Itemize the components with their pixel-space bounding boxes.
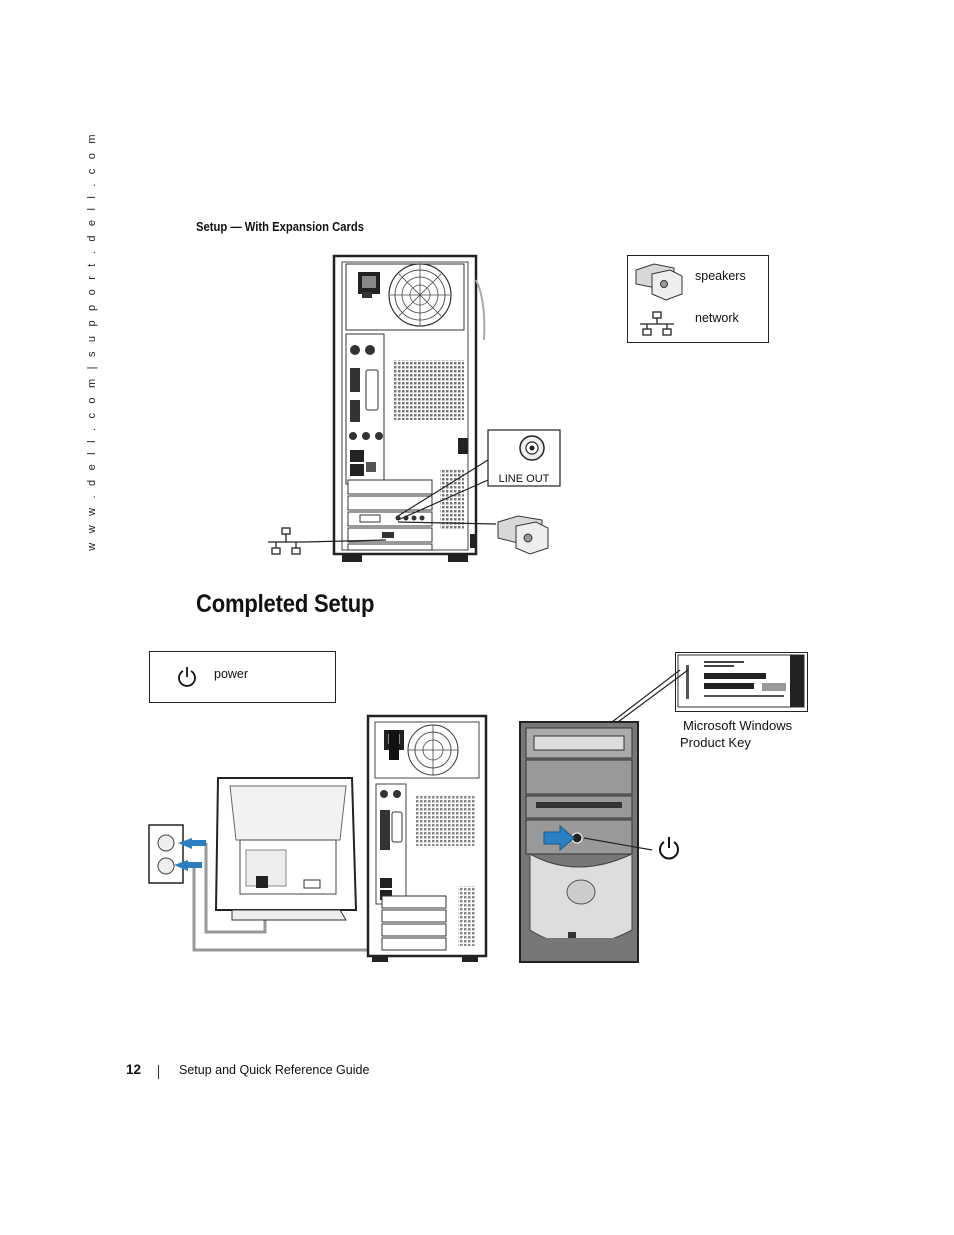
network-legend-icon — [640, 311, 674, 336]
speakers-legend-label: speakers — [695, 269, 746, 283]
side-url-label: w w w . d e l l . c o m | s u p p o r t … — [86, 131, 98, 551]
figure-caption: Setup — With Expansion Cards — [196, 220, 365, 234]
monitor — [214, 777, 358, 921]
product-key-caption: Microsoft Windows Product Key — [680, 717, 792, 751]
line-out-label: LINE OUT — [499, 473, 550, 485]
back-panel-illustration: LINE OUT — [268, 254, 561, 562]
power-legend: power — [149, 651, 336, 703]
wall-outlet — [148, 824, 184, 884]
power-icon — [178, 667, 196, 687]
network-icon — [268, 527, 304, 555]
product-key-sticker — [677, 654, 805, 708]
speakers-icon — [497, 515, 549, 555]
network-legend-label: network — [695, 311, 739, 325]
side-url-text: w w w . d e l l . c o m | s u p p o r t … — [84, 131, 100, 550]
computer-back — [366, 714, 488, 962]
page-number: 12 — [126, 1062, 142, 1077]
connector-legend: speakers network — [627, 255, 769, 343]
guide-title: Setup and Quick Reference Guide — [179, 1063, 370, 1077]
page-footer: 12 Setup and Quick Reference Guide — [0, 1062, 954, 1082]
product-key-line2: Product Key — [680, 735, 751, 750]
footer-divider — [158, 1065, 159, 1079]
section-title: Completed Setup — [196, 590, 375, 618]
completed-setup-illustration — [148, 669, 689, 963]
power-legend-label: power — [214, 667, 249, 681]
product-key-line1: Microsoft Windows — [683, 718, 793, 733]
product-key-label-box — [675, 652, 808, 712]
power-button-callout-icon — [659, 837, 679, 860]
computer-front — [519, 721, 639, 963]
speakers-legend-icon — [635, 263, 683, 301]
